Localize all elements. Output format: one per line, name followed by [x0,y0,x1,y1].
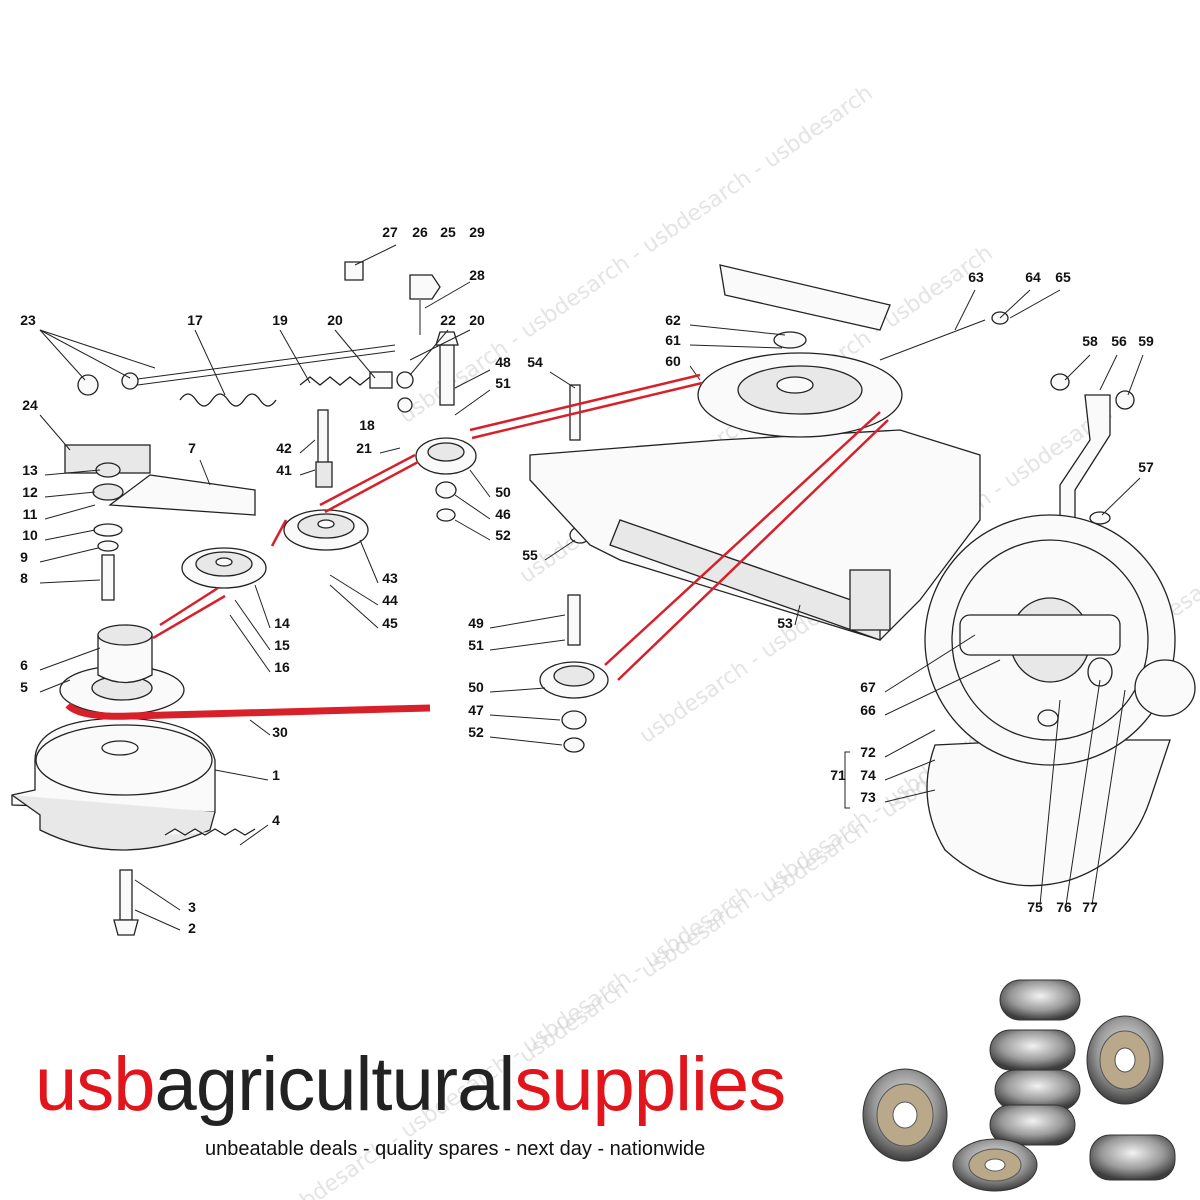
brand-part-usb: usb [35,1042,156,1127]
callout-50: 50 [468,679,484,695]
callout-1: 1 [272,767,280,783]
bearing-bottom [952,1138,1038,1192]
callout-11: 11 [23,506,38,522]
callout-58: 58 [1082,333,1098,349]
callout-20: 20 [469,312,485,328]
brand-logo: usbagriculturalsupplies [35,1040,895,1130]
callout-54: 54 [527,354,543,370]
callout-61: 61 [665,332,681,348]
transaxle-gearbox [529,264,1135,641]
idler-pulleys [181,384,609,753]
callout-62: 62 [665,312,681,328]
callout-24: 24 [22,397,38,413]
callout-20: 20 [327,312,343,328]
brand-part-agricultural: agricultural [154,1042,516,1127]
callout-60: 60 [665,353,681,369]
callout-12: 12 [22,484,38,500]
callout-49: 49 [468,615,484,631]
bearing-left [862,1068,948,1162]
callout-14: 14 [274,615,290,631]
callout-51: 51 [468,637,484,653]
callout-2: 2 [188,920,196,936]
callout-57: 57 [1138,459,1154,475]
callout-22: 22 [440,312,456,328]
callout-75: 75 [1027,899,1043,915]
callout-77: 77 [1082,899,1098,915]
callout-44: 44 [382,592,398,608]
bearing-right [1086,1015,1176,1181]
callout-48: 48 [495,354,511,370]
callout-55: 55 [522,547,538,563]
callout-43: 43 [382,570,398,586]
callout-5: 5 [20,679,28,695]
callout-63: 63 [968,269,984,285]
callout-41: 41 [276,462,292,478]
callout-72: 72 [860,744,876,760]
callout-15: 15 [274,637,290,653]
callout-18: 18 [359,417,375,433]
callout-21: 21 [356,440,372,456]
callout-30: 30 [272,724,288,740]
bearings-photo [862,979,1176,1192]
callout-42: 42 [276,440,292,456]
callout-76: 76 [1056,899,1072,915]
callout-19: 19 [272,312,288,328]
tagline: unbeatable deals - quality spares - next… [205,1138,706,1160]
callout-65: 65 [1055,269,1071,285]
callout-74: 74 [860,767,876,783]
callout-64: 64 [1025,269,1041,285]
callout-67: 67 [860,679,876,695]
drive-belt [65,373,889,720]
bearing-stack [989,979,1081,1146]
callout-25: 25 [440,224,456,240]
callout-52: 52 [468,724,484,740]
callout-6: 6 [20,657,28,673]
callout-10: 10 [22,527,38,543]
callout-53: 53 [777,615,793,631]
callout-9: 9 [20,549,28,565]
linkage-assembly [64,261,459,601]
callout-50: 50 [495,484,511,500]
callout-46: 46 [495,506,511,522]
leader-lines [39,244,1144,931]
callout-47: 47 [468,702,484,718]
callout-51: 51 [495,375,511,391]
callout-8: 8 [20,570,28,586]
callout-7: 7 [188,440,196,456]
callout-71: 71 [830,767,846,783]
callout-56: 56 [1111,333,1127,349]
callout-23: 23 [20,312,36,328]
callout-59: 59 [1138,333,1154,349]
callout-45: 45 [382,615,398,631]
callout-4: 4 [272,812,280,828]
callout-3: 3 [188,899,196,915]
brand-part-supplies: supplies [514,1042,786,1127]
electric-clutch [11,624,256,936]
callout-17: 17 [187,312,203,328]
callout-52: 52 [495,527,511,543]
callout-16: 16 [274,659,290,675]
callout-28: 28 [469,267,485,283]
callout-27: 27 [382,224,398,240]
callout-29: 29 [469,224,485,240]
callout-13: 13 [22,462,38,478]
callout-26: 26 [412,224,428,240]
callout-66: 66 [860,702,876,718]
callout-73: 73 [860,789,876,805]
